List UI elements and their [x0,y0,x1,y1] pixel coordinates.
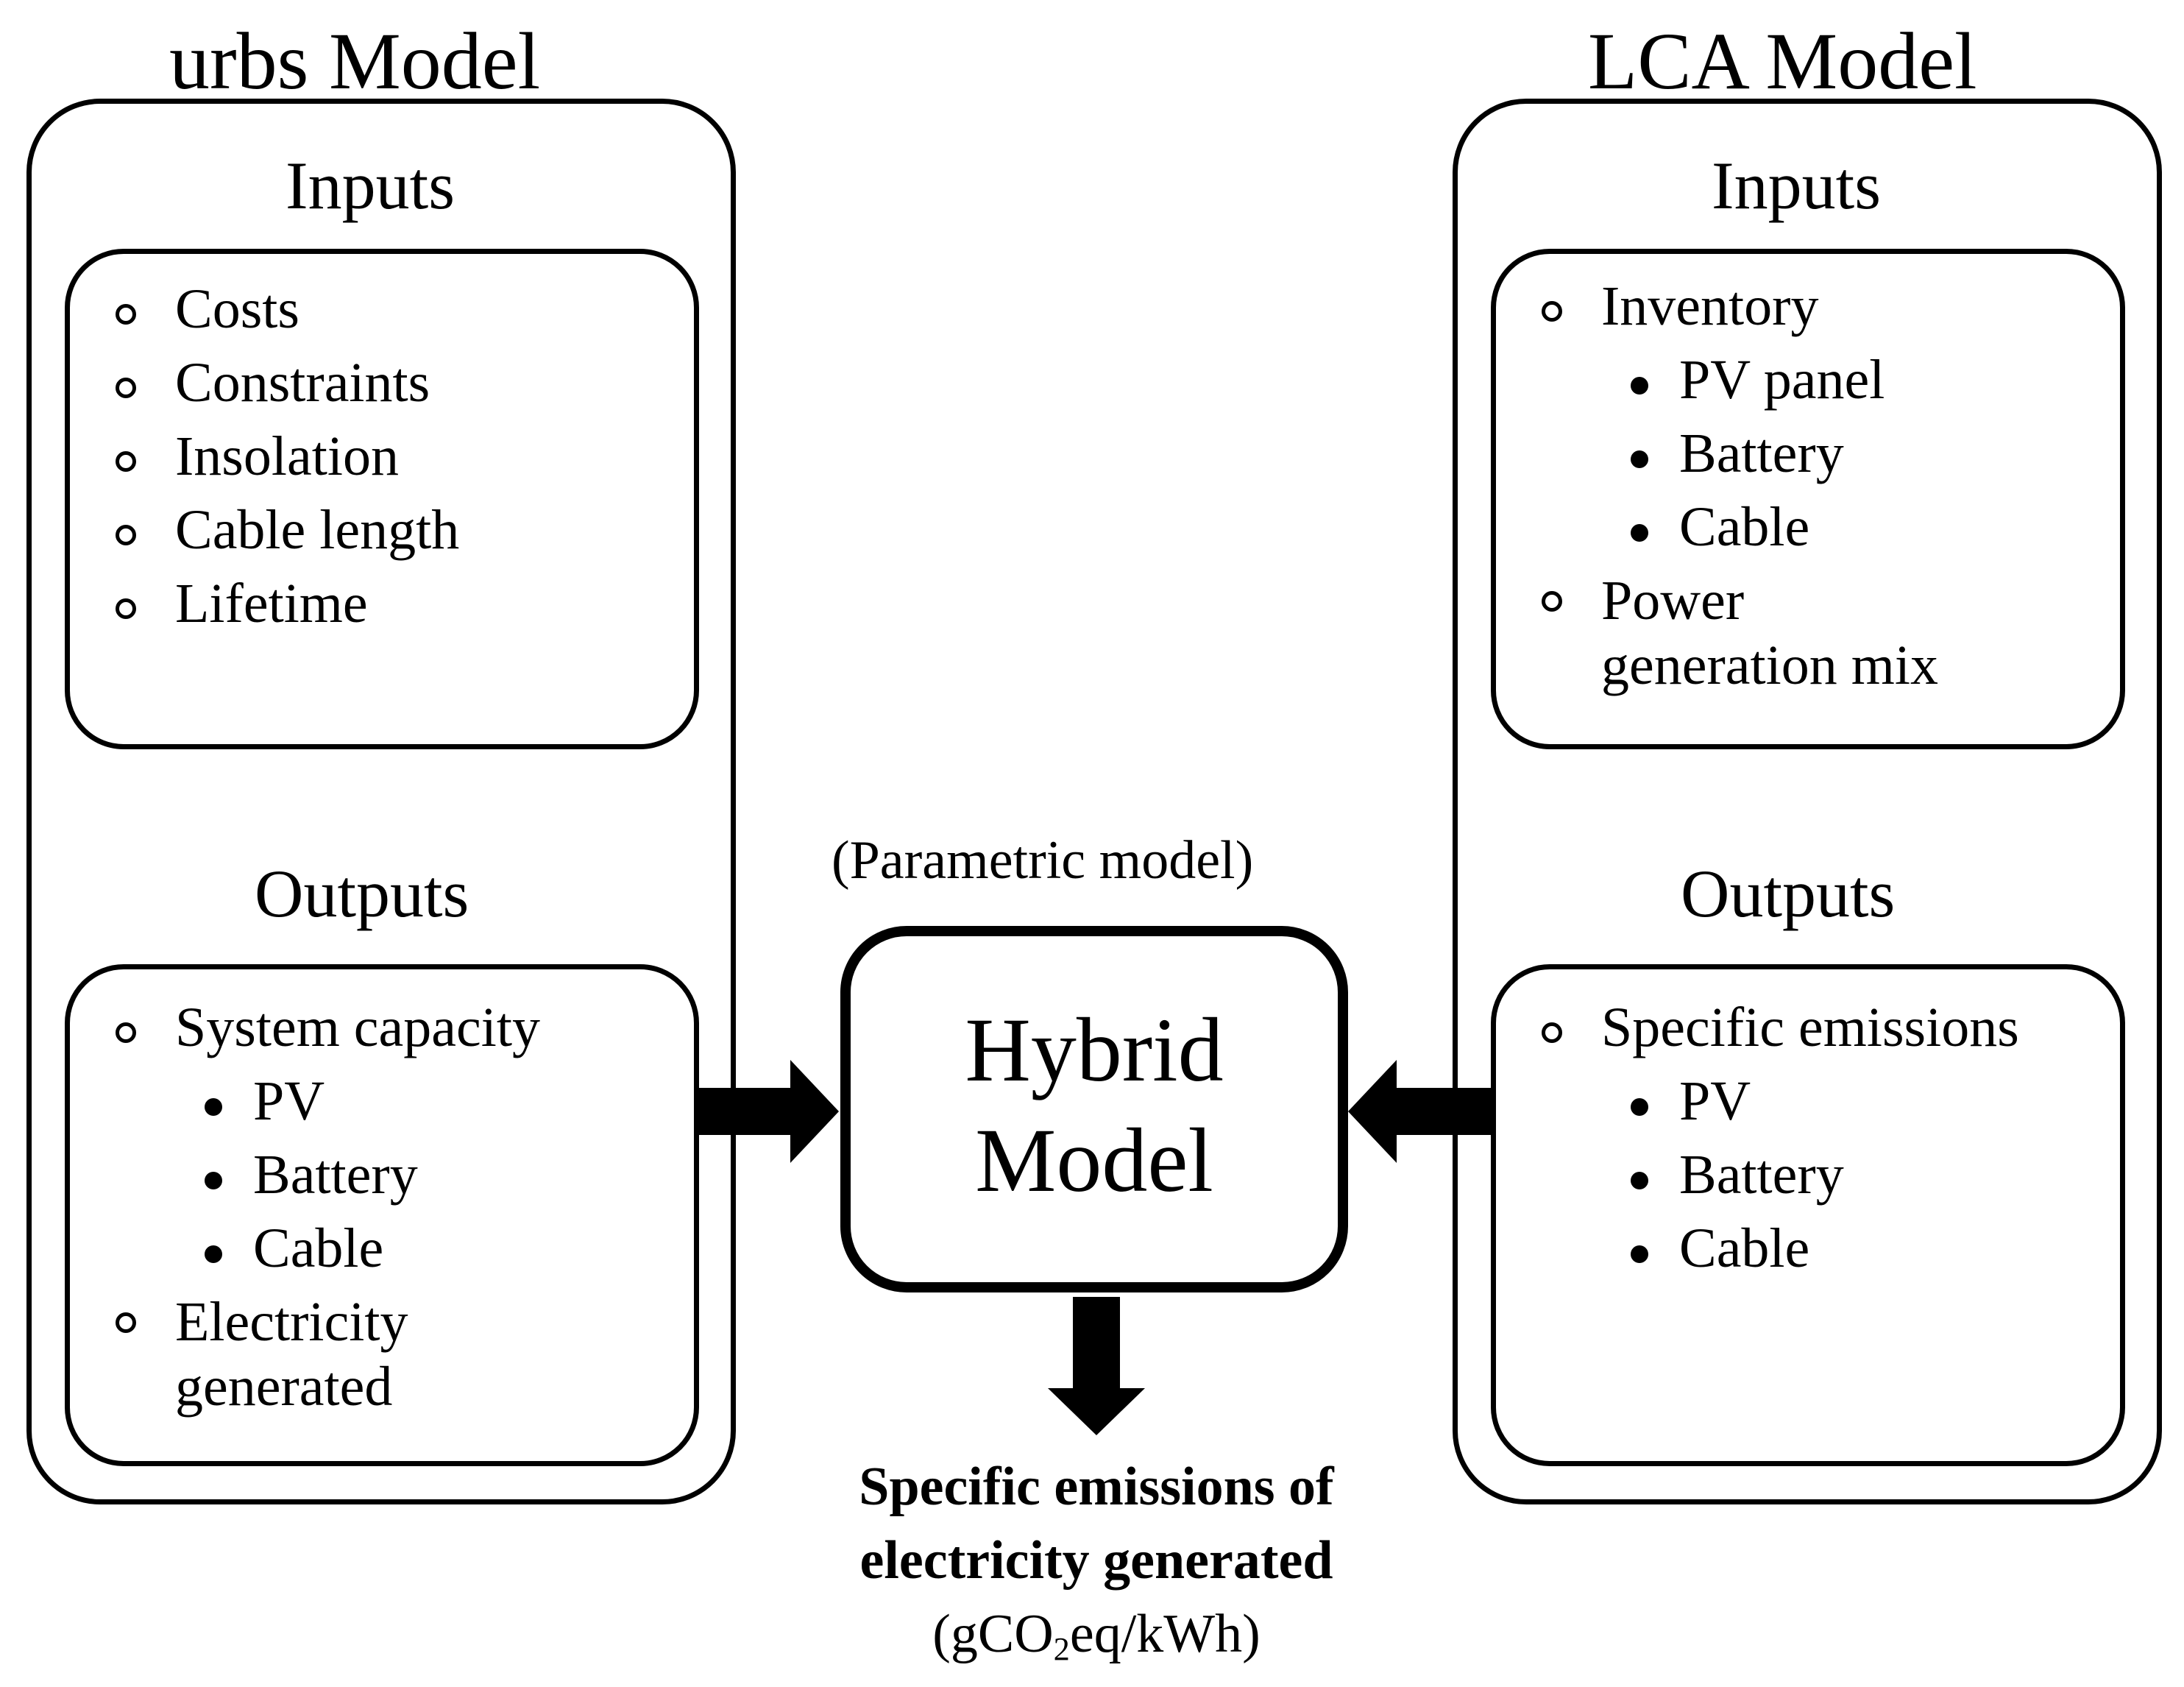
list-item: Battery [112,1138,540,1212]
list-item: Insolation [112,420,459,493]
list-item: Costs [112,272,459,346]
lca-outputs-list: Specific emissions PV Battery Cable [1538,991,2019,1285]
result-line1: Specific emissions of [859,1457,1334,1517]
hybrid-model-label: Hybrid Model [840,995,1348,1216]
bullet-icon [1631,450,1648,468]
hollow-bullet-icon [1542,1022,1562,1043]
bullet-icon [205,1245,222,1263]
result-line2: electricity generated [859,1530,1333,1591]
list-item: PV [1538,1064,2019,1138]
list-item: Power [1538,564,1938,633]
list-item: Lifetime [112,567,459,640]
list-item: Cable [1538,1212,2019,1285]
hybrid-label-line2: Model [975,1110,1213,1211]
hollow-bullet-icon [116,1022,136,1043]
hollow-bullet-icon [116,1312,136,1333]
list-item: Battery [1538,1138,2019,1212]
hollow-bullet-icon [116,451,136,472]
lca-inputs-list: Inventory PV panel Battery Cable Power g… [1538,269,1938,698]
urbs-outputs-list: System capacity PV Battery Cable Electri… [112,991,540,1419]
list-item: Electricity [112,1285,540,1354]
list-item: PV [112,1064,540,1138]
bullet-icon [1631,1098,1648,1116]
bullet-icon [1631,377,1648,395]
urbs-inputs-list: Costs Constraints Insolation Cable lengt… [112,272,459,640]
list-item-continuation: generated [175,1356,393,1418]
bullet-icon [205,1098,222,1116]
hollow-bullet-icon [1542,301,1562,322]
bullet-icon [1631,524,1648,542]
list-item: Cable [112,1212,540,1285]
list-item: PV panel [1538,343,1938,417]
hollow-bullet-icon [116,525,136,545]
parametric-model-label: (Parametric model) [832,830,1254,891]
lca-model-title: LCA Model [1588,16,1977,106]
bullet-icon [205,1172,222,1189]
list-item: Battery [1538,417,1938,490]
bullet-icon [1631,1172,1648,1189]
result-label: Specific emissions of electricity genera… [765,1450,1428,1686]
list-item: Specific emissions [1538,991,2019,1064]
list-item: Cable [1538,490,1938,564]
hollow-bullet-icon [116,598,136,619]
urbs-outputs-heading: Outputs [255,856,469,931]
hollow-bullet-icon [1542,591,1562,612]
arrow-left-icon [1348,1060,1491,1163]
urbs-model-title: urbs Model [169,16,541,106]
lca-outputs-box [1491,964,2125,1466]
list-item: Inventory [1538,269,1938,343]
list-item: Constraints [112,346,459,420]
lca-inputs-box [1491,249,2125,749]
urbs-inputs-heading: Inputs [286,148,455,223]
urbs-inputs-box [65,249,699,749]
lca-inputs-heading: Inputs [1712,148,1881,223]
urbs-outputs-box [65,964,699,1466]
urbs-model-frame [26,99,736,1504]
result-unit: (gCO2eq/kWh) [932,1604,1261,1668]
hollow-bullet-icon [116,304,136,325]
list-item: System capacity [112,991,540,1064]
hybrid-label-line1: Hybrid [965,1000,1224,1100]
arrow-down-icon [1048,1297,1145,1435]
list-item: Cable length [112,493,459,567]
lca-outputs-heading: Outputs [1681,856,1896,931]
arrow-right-icon [699,1060,839,1163]
bullet-icon [1631,1245,1648,1263]
list-item-continuation: generation mix [1601,634,1938,696]
lca-model-frame [1453,99,2162,1504]
hollow-bullet-icon [116,378,136,398]
hybrid-model-box [840,926,1348,1292]
